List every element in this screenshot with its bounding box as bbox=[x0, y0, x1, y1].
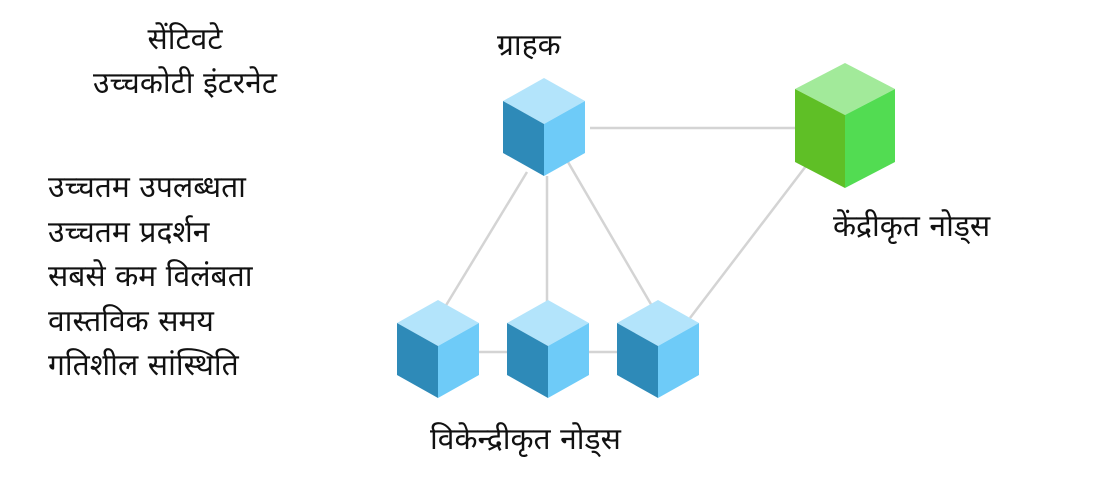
feature-item-latency: सबसे कम विलंबता bbox=[48, 259, 253, 294]
feature-item-performance: उच्चतम प्रदर्शन bbox=[48, 214, 210, 250]
feature-item-realtime: वास्तविक समय bbox=[48, 303, 214, 339]
client-label: ग्राहक bbox=[497, 28, 561, 63]
feature-item-topology: गतिशील सांस्थिति bbox=[48, 348, 239, 383]
title-block: सेंटिवटे उच्चकोटी इंटरनेट bbox=[40, 18, 330, 106]
decentral-node-cube-3 bbox=[617, 300, 699, 398]
edge-client-node1 bbox=[443, 171, 529, 308]
central-node-cube bbox=[795, 63, 895, 188]
network-edges bbox=[443, 126, 807, 354]
decentral-node-cube-1 bbox=[397, 300, 479, 398]
features-list: उच्चतम उपलब्धता उच्चतम प्रदर्शन सबसे कम … bbox=[48, 166, 253, 389]
title-line-2: उच्चकोटी इंटरनेट bbox=[93, 66, 277, 101]
title-line-1: सेंटिवटे bbox=[147, 22, 223, 57]
edge-client-node3 bbox=[566, 161, 654, 307]
decentralized-nodes-label: विकेन्द्रीकृत नोड्स bbox=[430, 422, 621, 457]
feature-item-availability: उच्चतम उपलब्धता bbox=[48, 170, 246, 205]
client-node-cube bbox=[503, 78, 585, 176]
decentral-node-cube-2 bbox=[507, 300, 589, 398]
central-nodes-label: केंद्रीकृत नोड्स bbox=[833, 209, 991, 244]
edge-central-node3 bbox=[689, 165, 807, 319]
